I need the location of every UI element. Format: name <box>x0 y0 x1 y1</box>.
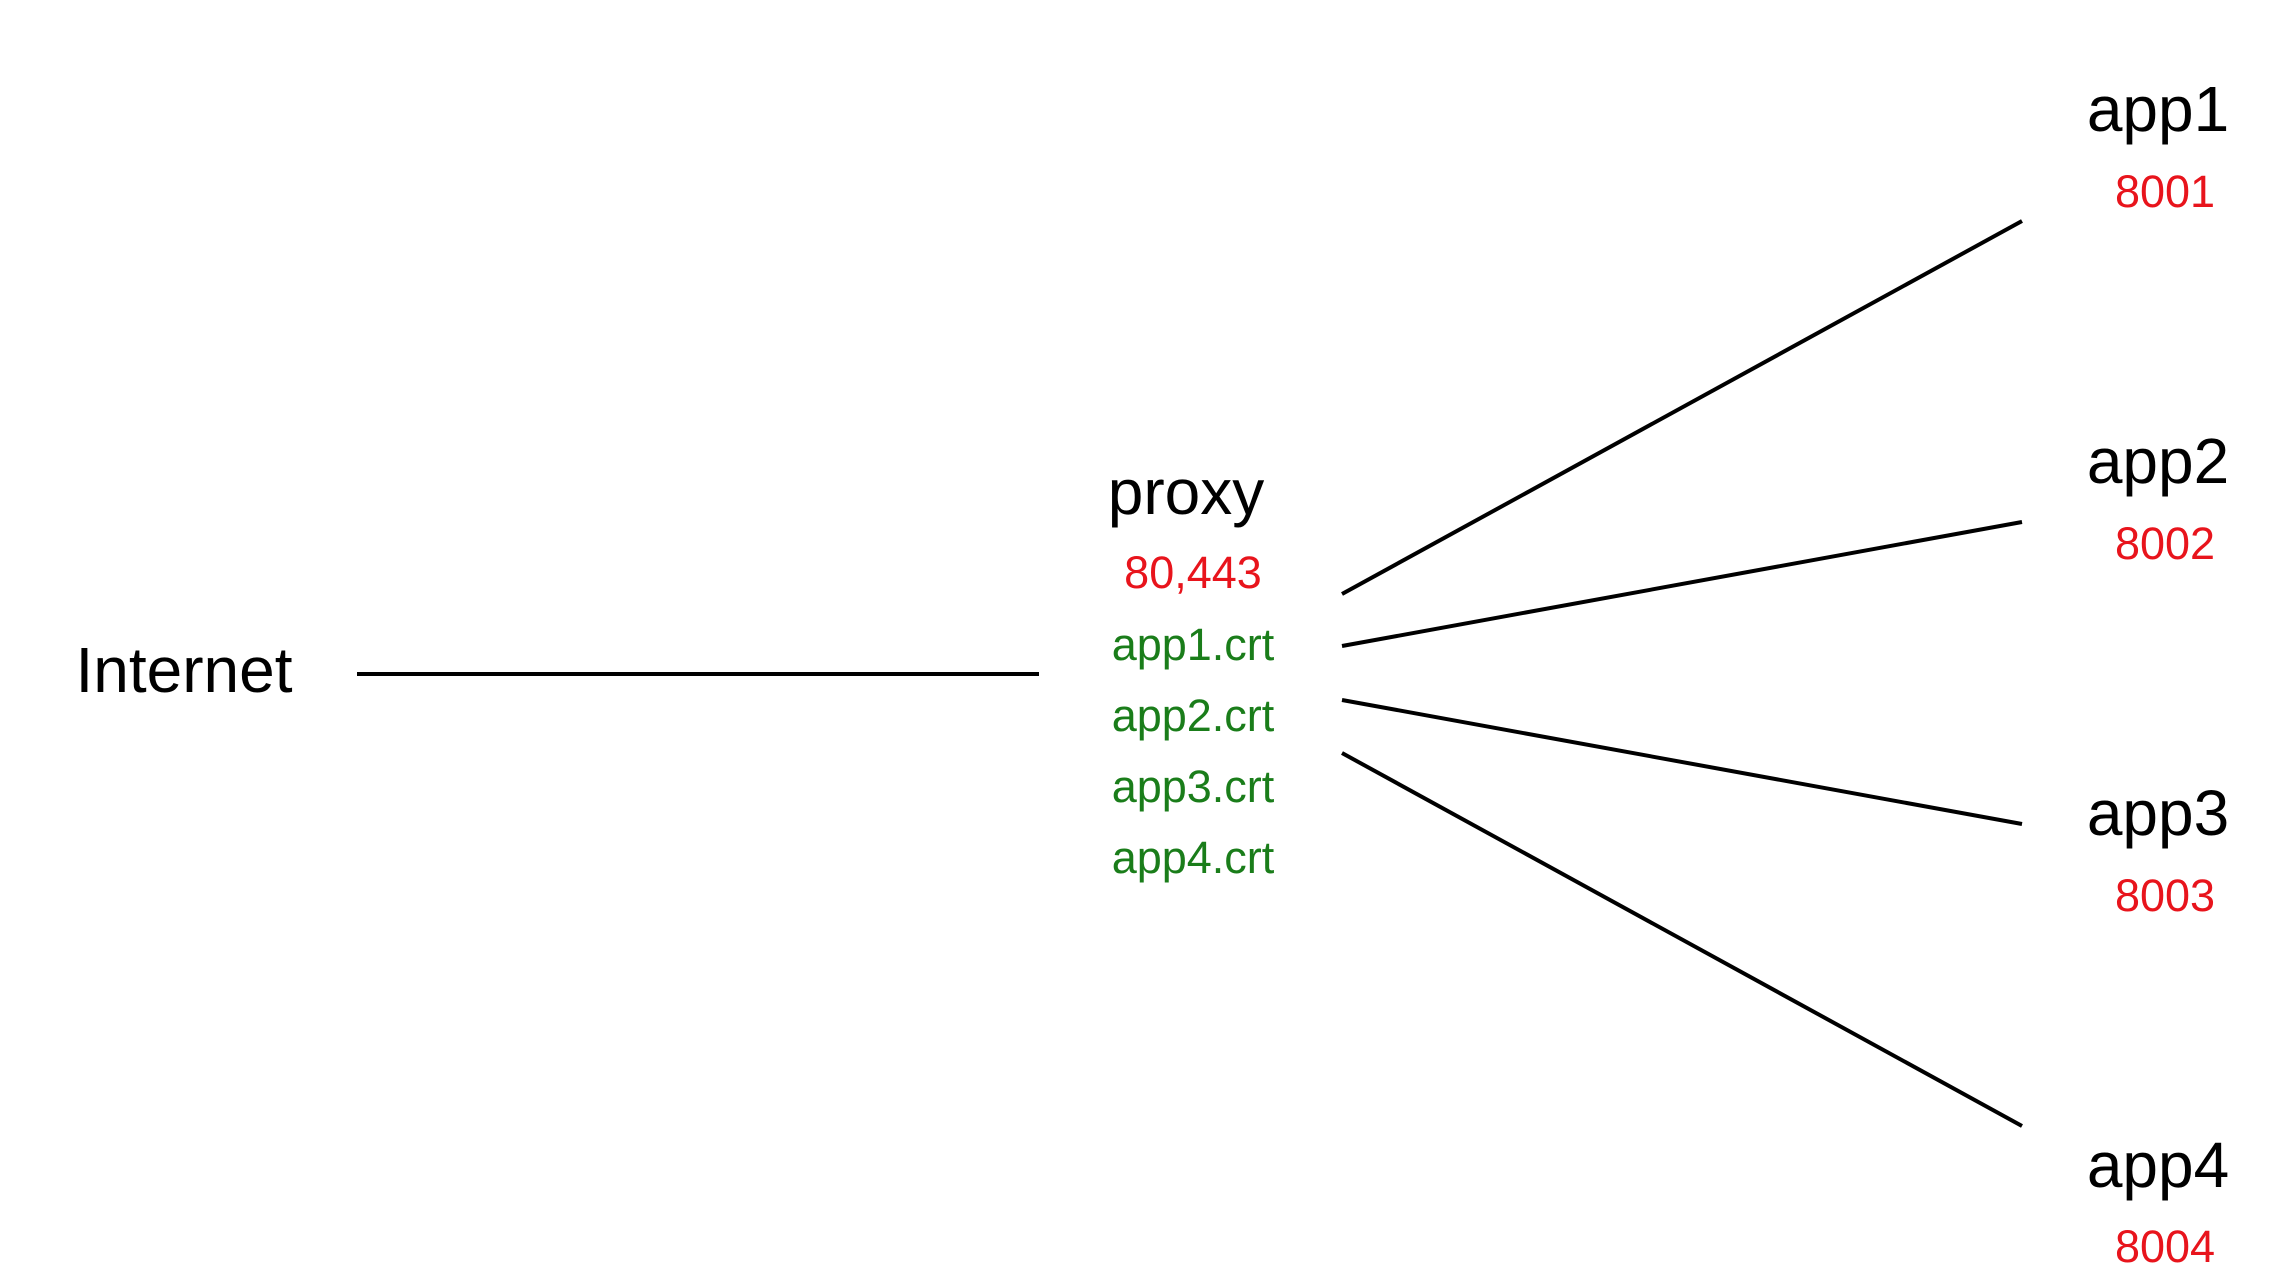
app4-label: app4 <box>2086 1129 2230 1201</box>
proxy-cert-app4: app4.crt <box>1111 832 1275 883</box>
app1-port: 8001 <box>2114 166 2216 217</box>
proxy-cert-app1: app1.crt <box>1111 619 1275 670</box>
proxy-app3-link <box>1341 698 2023 826</box>
proxy-ports: 80,443 <box>1124 547 1262 598</box>
internet-label: Internet <box>75 634 293 706</box>
app3-port: 8003 <box>2114 870 2216 921</box>
app4-port: 8004 <box>2114 1221 2216 1272</box>
proxy-app1-link <box>1341 219 2023 596</box>
app1-label: app1 <box>2086 73 2230 145</box>
proxy-cert-app2: app2.crt <box>1111 690 1275 741</box>
proxy-label: proxy <box>1107 456 1265 528</box>
app2-port: 8002 <box>2114 518 2216 569</box>
app3-label: app3 <box>2086 777 2230 849</box>
app2-label: app2 <box>2086 425 2230 497</box>
proxy-app4-link <box>1341 751 2023 1128</box>
proxy-cert-app3: app3.crt <box>1111 761 1275 812</box>
proxy-app2-link <box>1341 520 2023 648</box>
